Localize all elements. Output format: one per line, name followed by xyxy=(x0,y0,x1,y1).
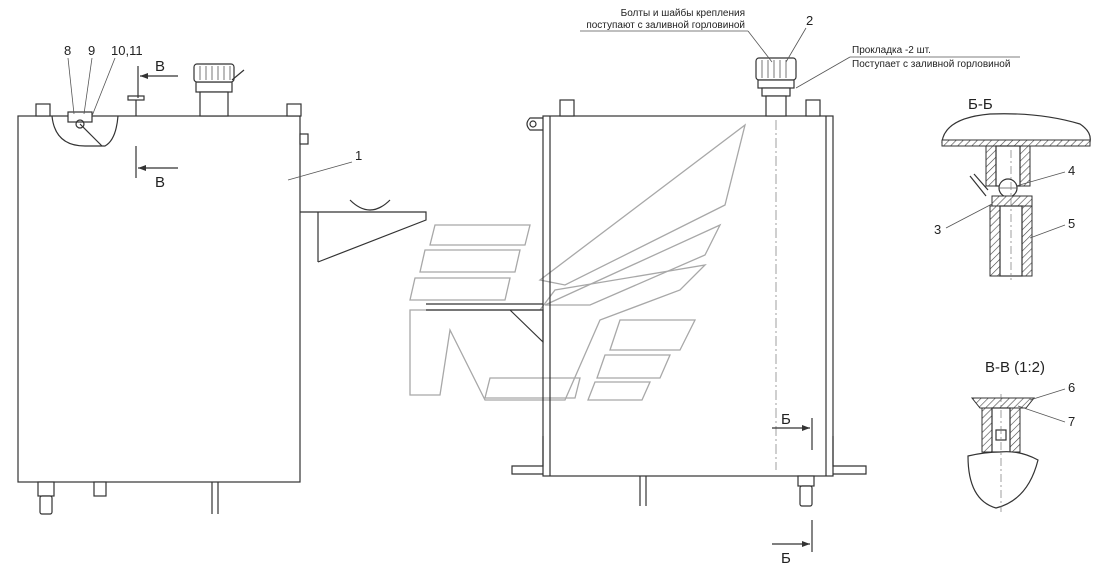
section-label-v-bottom: В xyxy=(155,174,165,191)
note-gasket-line2: Поступает с заливной горловиной xyxy=(852,59,1010,70)
callout-3: 3 xyxy=(934,222,941,237)
callout-6: 6 xyxy=(1068,380,1075,395)
note-bolts-line1: Болты и шайбы крепления xyxy=(621,7,745,19)
watermark-logo xyxy=(409,123,747,401)
section-title-vv: В-В (1:2) xyxy=(985,359,1045,376)
section-mark-b-top: Б xyxy=(772,411,813,450)
section-mark-v-bottom: В xyxy=(135,146,178,191)
callout-2: 2 xyxy=(806,13,813,28)
callout-10-11: 10,11 xyxy=(111,43,143,58)
section-label-v-top: В xyxy=(155,58,165,75)
callout-7: 7 xyxy=(1068,414,1075,429)
section-mark-b-bottom: Б xyxy=(772,520,813,567)
tank-left-view xyxy=(17,63,427,515)
callout-1: 1 xyxy=(355,148,362,163)
note-bolts-line2: поступают с заливной горловиной xyxy=(586,20,745,31)
section-title-bb: Б-Б xyxy=(968,96,993,113)
callout-8: 8 xyxy=(64,43,71,58)
tank-middle-view xyxy=(426,57,867,507)
callouts-left: 8 9 10,11 1 xyxy=(64,43,362,181)
callout-9: 9 xyxy=(88,43,95,58)
note-gasket-line1: Прокладка -2 шт. xyxy=(852,45,931,56)
callout-5: 5 xyxy=(1068,216,1075,231)
section-bb-detail: Б-Б 4 5 3 xyxy=(934,96,1091,280)
section-vv-detail: В-В (1:2) 6 7 xyxy=(967,359,1075,512)
section-label-b-top: Б xyxy=(781,411,791,428)
callout-4: 4 xyxy=(1068,163,1075,178)
section-mark-v-top: В xyxy=(137,58,178,98)
section-label-b-bottom: Б xyxy=(781,550,791,567)
notes-middle: Болты и шайбы крепления поступают с зали… xyxy=(580,7,1020,89)
